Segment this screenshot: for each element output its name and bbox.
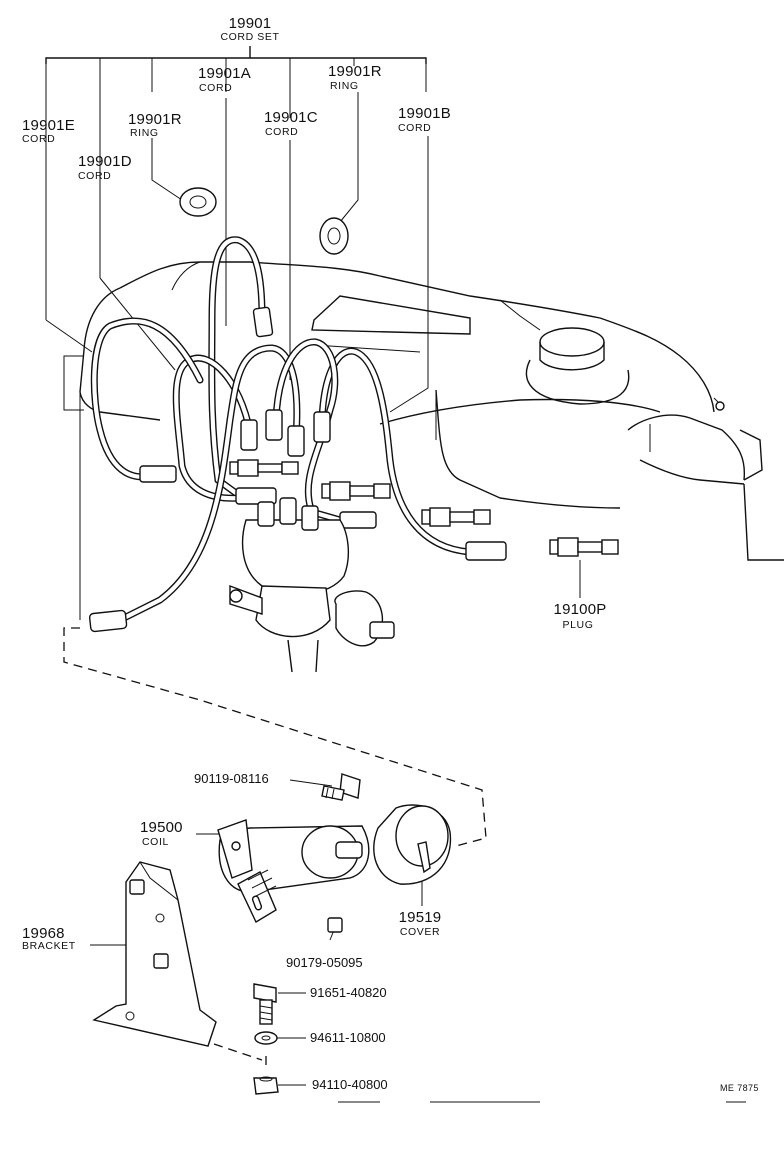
cord-d-part-no: 19901D (78, 153, 132, 170)
nut-part-no: 94110-40800 (312, 1077, 388, 1092)
coil-part-no: 19500 (140, 819, 183, 836)
distributor-icon (229, 497, 395, 673)
ring-right-name: RING (330, 80, 359, 92)
assembly-dashed-lines (63, 627, 487, 1070)
ring-left-part-no: 19901R (128, 111, 182, 128)
ignition-coil-icon (217, 819, 370, 923)
fastener-stack-icon (253, 983, 279, 1095)
cord-a-name: CORD (199, 82, 233, 94)
cord-b-part-no: 19901B (398, 105, 451, 122)
cord-c-part-no: 19901C (264, 109, 318, 126)
plug-name: PLUG (562, 619, 594, 631)
cord-set-part-no: 19901 (228, 15, 272, 32)
cord-d-name: CORD (78, 170, 112, 182)
ring-right-part-no: 19901R (328, 63, 382, 80)
cord-set-bracket (45, 46, 427, 371)
cord-c-name: CORD (265, 126, 299, 138)
cover-name: COVER (399, 926, 441, 938)
bracket-part-no: 19968 (22, 925, 65, 942)
cover-part-no: 19519 (398, 909, 442, 926)
cord-boots (88, 306, 507, 633)
nut-small-part-no: 90179-05095 (286, 955, 363, 970)
valve-cover (63, 261, 784, 620)
bolt-icon (321, 773, 361, 801)
cord-e-part-no: 19901E (22, 117, 75, 134)
coil-name: COIL (142, 836, 169, 848)
plug-part-no: 19100P (553, 601, 607, 618)
bracket-icon (92, 861, 217, 1047)
ring-left-name: RING (130, 127, 159, 139)
cord-e-name: CORD (22, 133, 56, 145)
bolt-part-no: 91651-40820 (310, 985, 387, 1000)
washer-part-no: 94611-10800 (310, 1030, 386, 1045)
spark-plug-icon (229, 459, 619, 557)
figure-code: ME 7875 (720, 1083, 759, 1093)
bracket-name: BRACKET (22, 940, 76, 952)
ignition-cords (90, 236, 474, 624)
cover-icon (373, 804, 452, 885)
bolt-top-part-no: 90119-08116 (194, 771, 269, 786)
cord-set-name: CORD SET (220, 31, 280, 43)
cord-a-part-no: 19901A (198, 65, 251, 82)
small-nut-icon (327, 917, 343, 933)
cord-b-name: CORD (398, 122, 432, 134)
ring-icon (179, 187, 349, 255)
